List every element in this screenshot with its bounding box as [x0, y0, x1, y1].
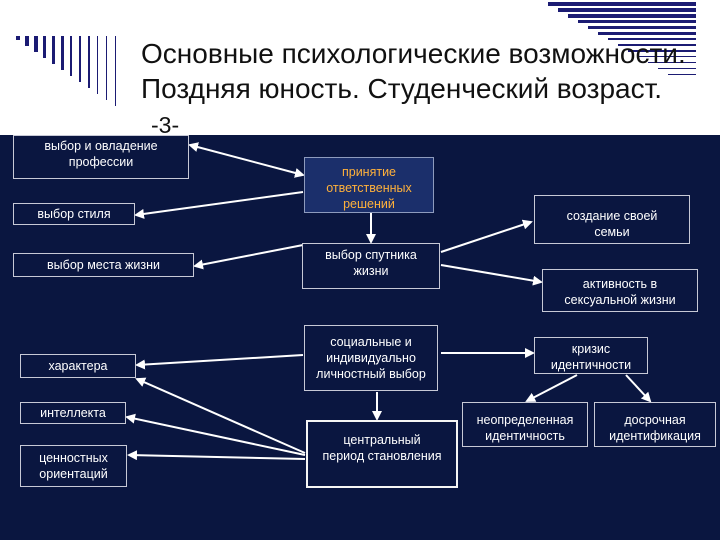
- arrow-responsible-style: [134, 191, 304, 219]
- box-place: выбор места жизни: [13, 253, 194, 277]
- arrow-partner-family: [440, 219, 533, 253]
- decorative-stripe: [578, 20, 696, 23]
- decorative-stripe: [70, 36, 72, 76]
- box-place-text: выбор места жизни: [47, 258, 160, 272]
- decorative-stripe: [115, 36, 116, 106]
- box-character: характера: [20, 354, 136, 378]
- box-partner: выбор спутника жизни: [302, 243, 440, 289]
- box-responsible: принятие ответственных решений: [304, 157, 434, 213]
- box-responsible-text: принятие ответственных решений: [326, 165, 412, 211]
- box-sexual: активность в сексуальной жизни: [542, 269, 698, 312]
- decorative-stripe: [34, 36, 38, 52]
- decorative-stripe: [43, 36, 46, 58]
- arrow-central-character: [135, 377, 306, 454]
- decorative-stripe: [608, 38, 696, 40]
- decorative-stripe: [558, 8, 696, 12]
- box-family: создание своей семьи: [534, 195, 690, 244]
- arrow-crisis-early: [625, 374, 652, 403]
- arrow-central-values: [127, 450, 306, 461]
- box-values: ценностных ориентаций: [20, 445, 127, 487]
- decorative-stripe: [548, 2, 696, 6]
- title-line-1: Основные психологические возможности.: [141, 38, 686, 69]
- box-early-text: досрочная идентификация: [609, 413, 701, 443]
- decorative-stripe: [97, 36, 98, 94]
- box-sexual-text: активность в сексуальной жизни: [564, 277, 676, 307]
- box-social-text: социальные и индивидуально личностный вы…: [316, 335, 426, 381]
- slide-title: Основные психологические возможности. По…: [141, 36, 711, 106]
- arrow-partner-place: [193, 244, 304, 270]
- decorative-stripe: [648, 62, 696, 63]
- box-intellect: интеллекта: [20, 402, 126, 424]
- decorative-stripe: [658, 68, 696, 69]
- decorative-stripe: [598, 32, 696, 35]
- box-style-text: выбор стиля: [37, 207, 111, 221]
- decorative-stripe: [638, 56, 696, 57]
- box-profession-text: выбор и овладение профессии: [44, 139, 158, 169]
- decorative-stripe: [52, 36, 55, 64]
- arrow-responsible-profession: [188, 142, 305, 178]
- decorative-stripe: [106, 36, 107, 100]
- connector-arrows: [125, 142, 652, 461]
- diagram-area: выбор и овладение профессии выбор стиля …: [0, 135, 720, 540]
- decorative-stripe: [668, 74, 696, 75]
- box-crisis: кризис идентичности: [534, 337, 648, 374]
- box-partner-text: выбор спутника жизни: [325, 248, 417, 278]
- arrow-central-intellect: [125, 413, 306, 456]
- box-values-text: ценностных ориентаций: [39, 451, 108, 481]
- box-character-text: характера: [48, 359, 108, 373]
- decorative-stripe: [88, 36, 90, 88]
- decorative-stripe: [588, 26, 696, 29]
- decorative-stripe: [628, 50, 696, 52]
- arrow-social-character: [135, 354, 304, 370]
- box-style: выбор стиля: [13, 203, 135, 225]
- decorative-stripes: [16, 2, 696, 106]
- box-central: центральный период становления: [306, 420, 458, 488]
- box-profession: выбор и овладение профессии: [13, 135, 189, 179]
- box-family-text: создание своей семьи: [566, 209, 658, 239]
- decorative-stripe: [25, 36, 29, 46]
- box-undefined-text: неопределенная идентичность: [476, 413, 574, 443]
- box-crisis-text: кризис идентичности: [550, 342, 632, 372]
- arrow-crisis-undefined: [525, 374, 578, 402]
- decorative-stripe: [568, 14, 696, 18]
- arrow-partner-sexual: [440, 264, 543, 286]
- title-line-2: Поздняя юность. Студенческий возраст.: [141, 73, 663, 104]
- box-intellect-text: интеллекта: [40, 406, 106, 420]
- box-undefined: неопределенная идентичность: [462, 402, 588, 447]
- decorative-stripe: [79, 36, 81, 82]
- box-central-text: центральный период становления: [322, 433, 442, 463]
- decorative-stripe: [16, 36, 20, 40]
- decorative-stripe: [61, 36, 64, 70]
- slide-number-label: -3-: [151, 112, 180, 138]
- box-social: социальные и индивидуально личностный вы…: [304, 325, 438, 391]
- box-early: досрочная идентификация: [594, 402, 716, 447]
- decorative-stripe: [618, 44, 696, 46]
